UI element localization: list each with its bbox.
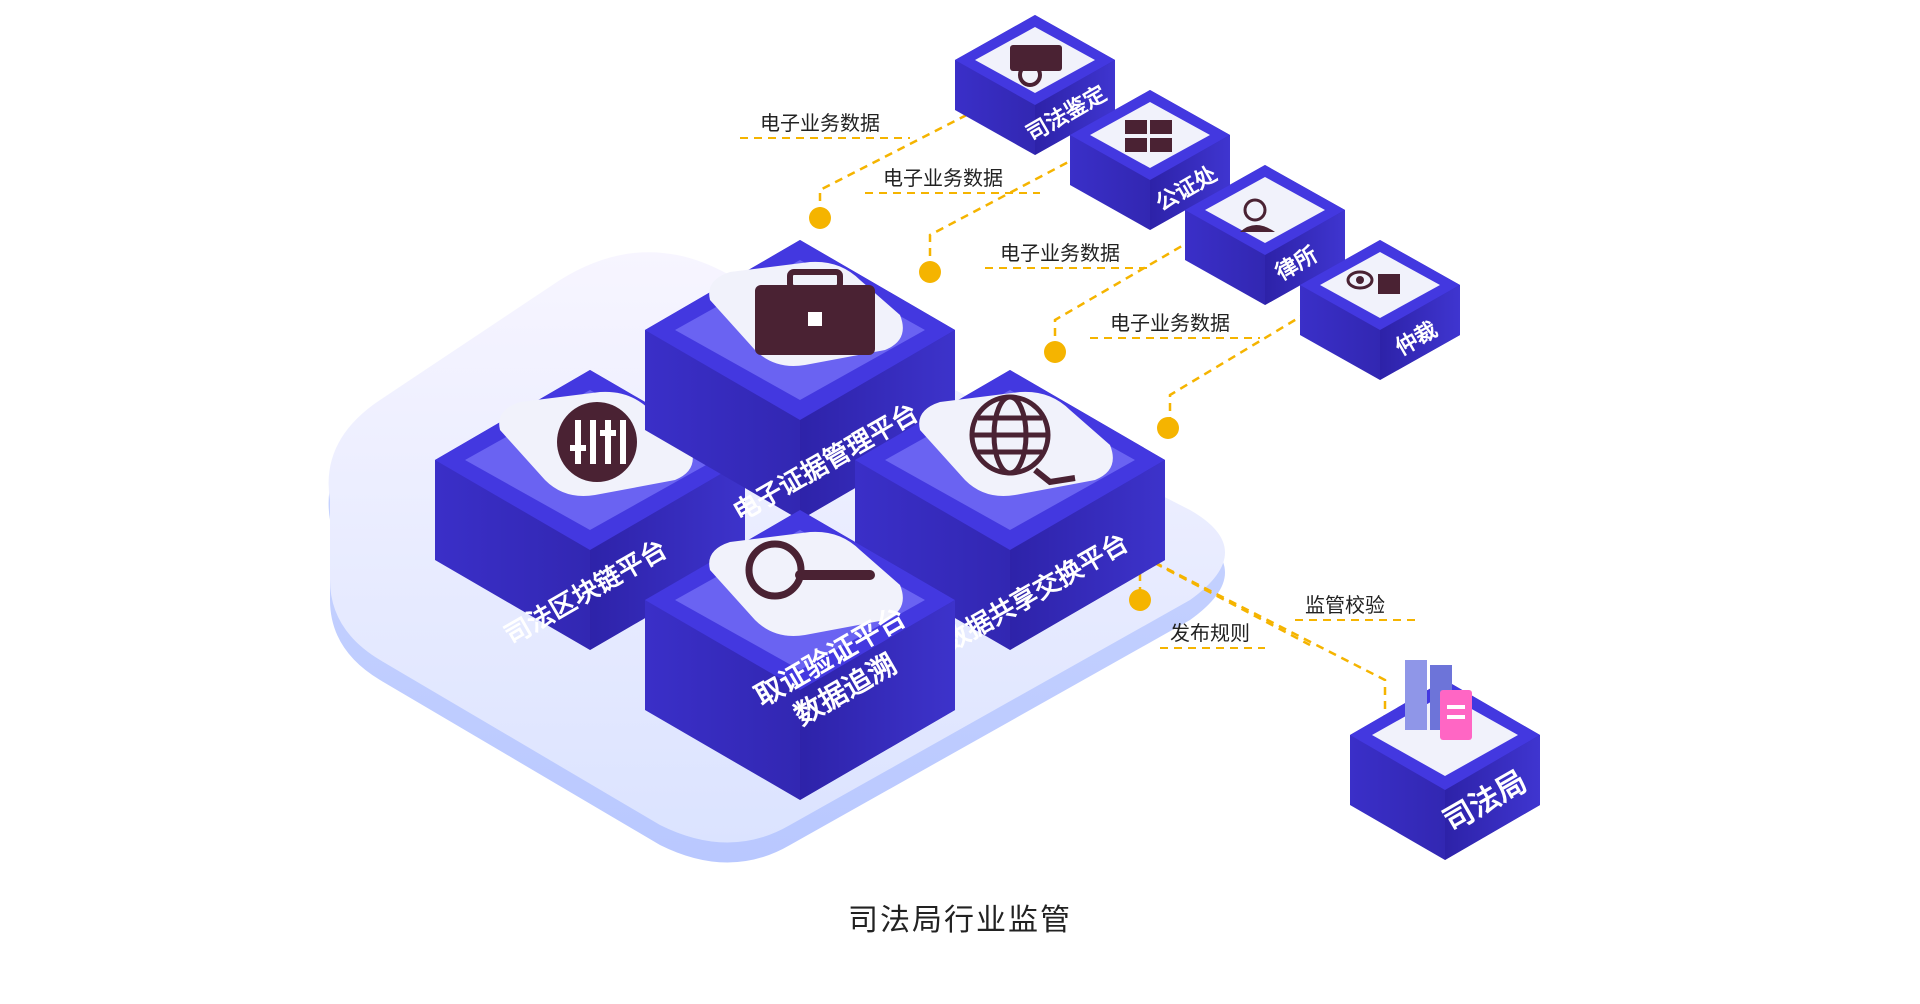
link-label-notary: 电子业务数据 [883,166,1003,190]
link-label-appraisal: 电子业务数据 [760,111,880,135]
connector-bureau [1138,552,1387,725]
briefcase-icon [755,269,875,355]
slider-icon [557,402,637,482]
eye-box-icon [1346,270,1400,294]
globe-icon [969,394,1076,486]
connector-dot [1129,589,1151,611]
block-justice-bureau: 司法局 [1350,660,1540,860]
diagram-caption: 司法局行业监管 [848,903,1072,938]
connector-arbitration [1168,288,1346,425]
link-label-lawfirm: 电子业务数据 [1000,241,1120,265]
connector-lawfirm [1053,213,1236,350]
block-law-firm: 律所 [1185,165,1345,305]
connector-lines [818,78,1387,725]
block-forensics-platform: 取证验证平台 数据追溯 [645,510,955,800]
link-label-supervise: 监管校验 [1305,593,1385,617]
connector-bureau-2 [1129,548,1311,647]
block-exchange-platform: 数据共享交换平台 [855,370,1165,658]
connector-dot [919,261,941,283]
connector-dot [1157,417,1179,439]
connector-dot [809,207,831,229]
connector-dot [1044,341,1066,363]
block-arbitration: 仲裁 [1300,240,1460,380]
person-icon [1240,198,1275,232]
block-notary: 公证处 [1070,90,1230,230]
connector-notary [928,138,1111,270]
block-evidence-platform: 电子证据管理平台 [645,240,955,528]
connector-dots [809,207,1179,611]
calculator-icon [1125,120,1172,152]
connector-appraisal [818,78,1036,215]
printer-icon [1010,45,1062,87]
link-label-arbitration: 电子业务数据 [1110,311,1230,335]
block-appraisal: 司法鉴定 [955,15,1115,155]
magnifier-icon [745,540,875,600]
books-icon [1405,660,1472,740]
link-label-publish: 发布规则 [1170,621,1250,645]
